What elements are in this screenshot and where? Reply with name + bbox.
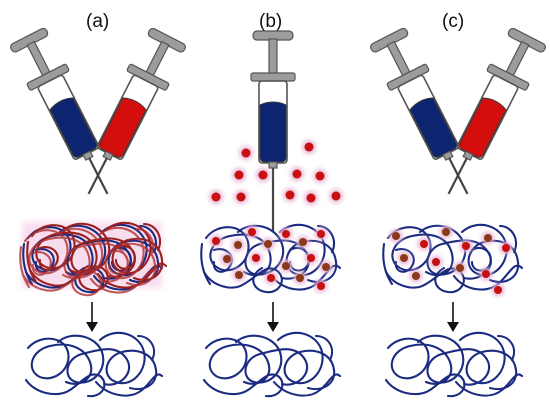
syringe-red-c [447, 25, 550, 195]
nanoparticles-b [209, 140, 343, 205]
panel-b [200, 30, 343, 398]
syringe-red-a [87, 25, 190, 195]
panel-b-label: (b) [259, 11, 282, 32]
solution-blue [49, 97, 98, 158]
particle-loaded-mat-c [382, 223, 524, 297]
solution-blue [409, 97, 458, 158]
blended-fiber-mat-a [19, 221, 168, 297]
solution-red [458, 97, 507, 158]
resulting-fiber-mat-b [202, 331, 342, 398]
panel-c-label: (c) [442, 11, 464, 32]
solution-red [98, 97, 147, 158]
syringe-blue-a [6, 25, 109, 195]
arrow-down-b [267, 302, 279, 332]
panel-a [6, 25, 190, 398]
resulting-fiber-mat-c [384, 331, 524, 398]
arrow-down-c [447, 302, 459, 332]
panel-a-label: (a) [86, 11, 109, 32]
arrow-down-a [86, 302, 98, 332]
solution-blue [259, 101, 287, 163]
syringe-blue-b [250, 30, 296, 231]
syringe-blue-c [366, 25, 469, 195]
panel-c [366, 25, 550, 398]
embedded-particles [209, 225, 333, 293]
resulting-fiber-mat-a [24, 331, 164, 398]
particle-loaded-mat-b [200, 223, 342, 294]
